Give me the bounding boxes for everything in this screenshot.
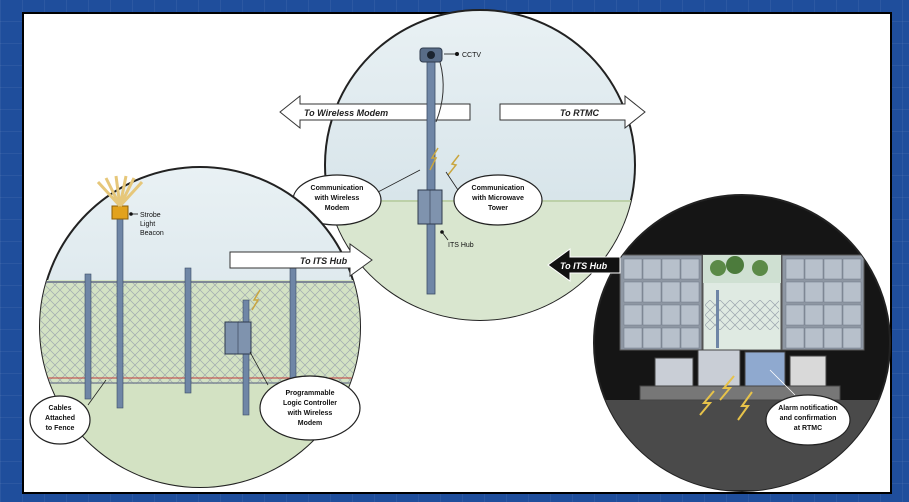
- cables-label-3: to Fence: [46, 425, 75, 432]
- comm-microwave-label-2: with Microwave: [471, 195, 524, 202]
- to-rtmc-label: To RTMC: [560, 108, 599, 118]
- alarm-label-3: at RTMC: [794, 425, 822, 432]
- plc-label-1: Programmable: [285, 390, 334, 397]
- control-room-circle: [593, 194, 891, 492]
- strobe-light-pole: [96, 175, 144, 409]
- comm-microwave-bubble: Communication with Microwave Tower: [445, 171, 543, 226]
- alarm-label-1: Alarm notification: [778, 405, 838, 412]
- to-rtmc-arrow: To RTMC: [499, 94, 646, 130]
- fence-circle: [39, 166, 361, 488]
- alarm-bubble: Alarm notification and confirmation at R…: [765, 369, 851, 446]
- plc-bubble: Programmable Logic Controller with Wirel…: [249, 351, 361, 441]
- alarm-label-2: and confirmation: [780, 415, 837, 422]
- to-its-hub-right-label: To ITS Hub: [560, 261, 608, 271]
- cables-label-1: Cables: [49, 405, 72, 412]
- plc-pole: [224, 289, 261, 416]
- comm-wireless-label-3: Modem: [325, 205, 350, 212]
- to-wireless-modem-arrow: To Wireless Modem: [279, 94, 471, 130]
- strobe-label-3: Beacon: [140, 230, 164, 237]
- comm-wireless-label-2: with Wireless: [314, 195, 360, 202]
- to-its-hub-left-label: To ITS Hub: [300, 256, 348, 266]
- cctv-pole: [417, 47, 460, 295]
- its-hub-label: ITS Hub: [448, 242, 474, 249]
- plc-label-2: Logic Controller: [283, 400, 337, 407]
- cables-bubble: Cables Attached to Fence: [29, 379, 107, 445]
- plc-label-3: with Wireless: [287, 410, 333, 417]
- comm-microwave-label-3: Tower: [488, 205, 508, 212]
- to-wireless-modem-label: To Wireless Modem: [304, 108, 388, 118]
- comm-wireless-bubble: Communication with Wireless Modem: [292, 169, 421, 226]
- to-its-hub-left-arrow: To ITS Hub: [229, 243, 373, 277]
- strobe-label-2: Light: [140, 221, 155, 228]
- plc-label-4: Modem: [298, 420, 323, 427]
- strobe-label-1: Strobe: [140, 212, 161, 219]
- comm-microwave-label-1: Communication: [472, 185, 525, 192]
- cables-label-2: Attached: [45, 415, 75, 422]
- to-its-hub-right-arrow: To ITS Hub: [547, 248, 621, 282]
- cctv-label: CCTV: [462, 52, 481, 59]
- comm-wireless-label-1: Communication: [311, 185, 364, 192]
